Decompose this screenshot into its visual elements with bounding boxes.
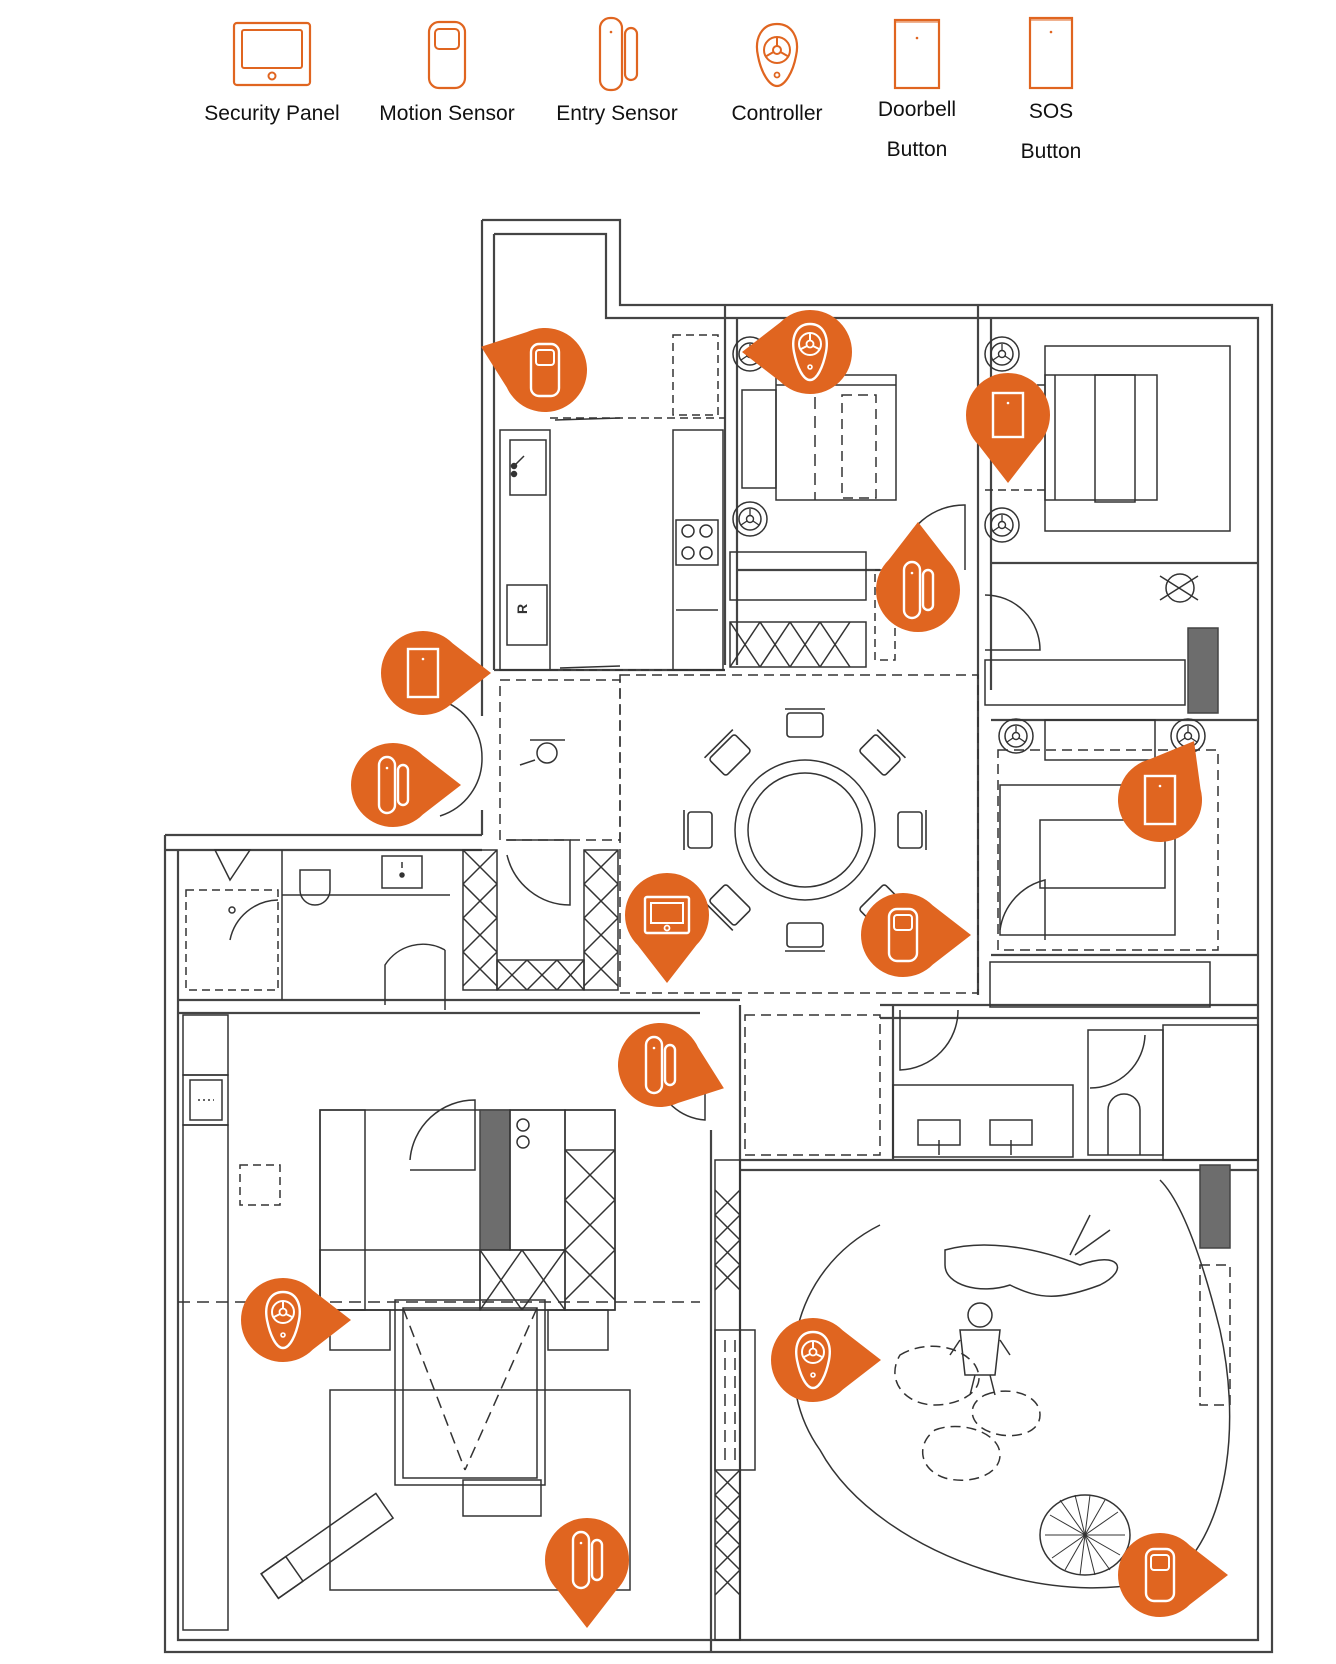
marker-motion	[861, 893, 971, 978]
marker-sos	[1118, 741, 1202, 842]
legend-label-sos-line1: SOS	[1028, 100, 1074, 123]
marker-pin	[380, 631, 491, 715]
marker-doorbell	[966, 373, 1050, 483]
legend-label-doorbell-line1: Doorbell	[877, 98, 957, 121]
marker-controller	[241, 1278, 351, 1362]
marker-entry	[545, 1518, 629, 1628]
bedroom-3	[989, 718, 1219, 1008]
walls	[163, 218, 1274, 1654]
marker-pin	[617, 1023, 724, 1107]
marker-pin	[771, 1318, 881, 1402]
marker-pin	[876, 522, 960, 633]
marker-pin	[545, 1518, 629, 1628]
device-markers	[241, 310, 1228, 1628]
marker-entry	[617, 1023, 724, 1107]
kitchen: R	[499, 334, 725, 671]
device-legend: Security Panel Motion Sensor Entry Senso…	[0, 0, 1336, 200]
legend-item-controller: Controller	[687, 14, 867, 134]
entry-sensor-icon	[598, 16, 639, 92]
marker-pin	[481, 328, 588, 412]
legend-label-controller: Controller	[731, 102, 823, 125]
controller-icon	[755, 22, 799, 88]
bedroom-2	[984, 336, 1231, 714]
legend-label-security-panel: Security Panel	[204, 102, 340, 125]
bathroom-right	[892, 1009, 1259, 1161]
fridge-label: R	[514, 604, 530, 614]
bathroom-left	[185, 849, 450, 1010]
closet-column	[654, 1014, 881, 1641]
doorbell-button-icon	[893, 18, 941, 90]
marker-panel	[625, 873, 709, 983]
marker-entry	[876, 522, 960, 633]
marker-pin	[966, 373, 1050, 483]
marker-sos	[380, 631, 491, 715]
marker-entry	[350, 743, 461, 827]
legend-label-doorbell-line2: Button	[886, 138, 948, 161]
marker-motion	[481, 328, 588, 412]
marker-pin	[1118, 741, 1202, 842]
legend-label-entry-sensor: Entry Sensor	[556, 102, 678, 125]
legend-label-doorbell-button: Doorbell Button	[827, 90, 1007, 170]
security-panel-icon	[232, 21, 312, 87]
motion-sensor-icon	[427, 20, 467, 90]
marker-pin	[742, 310, 852, 395]
legend-label-motion-sensor: Motion Sensor	[379, 102, 515, 125]
living-room	[792, 1164, 1231, 1589]
legend-item-security-panel: Security Panel	[182, 14, 362, 134]
marker-motion	[1118, 1533, 1228, 1617]
legend-item-doorbell-button: Doorbell Button	[827, 10, 1007, 170]
dining-area	[619, 674, 979, 994]
legend-item-entry-sensor: Entry Sensor	[527, 14, 707, 134]
marker-pin	[625, 873, 709, 983]
entry-foyer	[439, 679, 621, 991]
legend-item-sos-button: SOS Button	[961, 12, 1141, 172]
legend-label-sos-button: SOS Button	[961, 92, 1141, 172]
marker-controller	[771, 1318, 881, 1402]
marker-controller	[742, 310, 852, 395]
legend-label-sos-line2: Button	[1020, 140, 1082, 163]
master-bedroom	[178, 1014, 700, 1631]
legend-item-motion-sensor: Motion Sensor	[357, 14, 537, 134]
sos-button-icon	[1028, 16, 1074, 90]
